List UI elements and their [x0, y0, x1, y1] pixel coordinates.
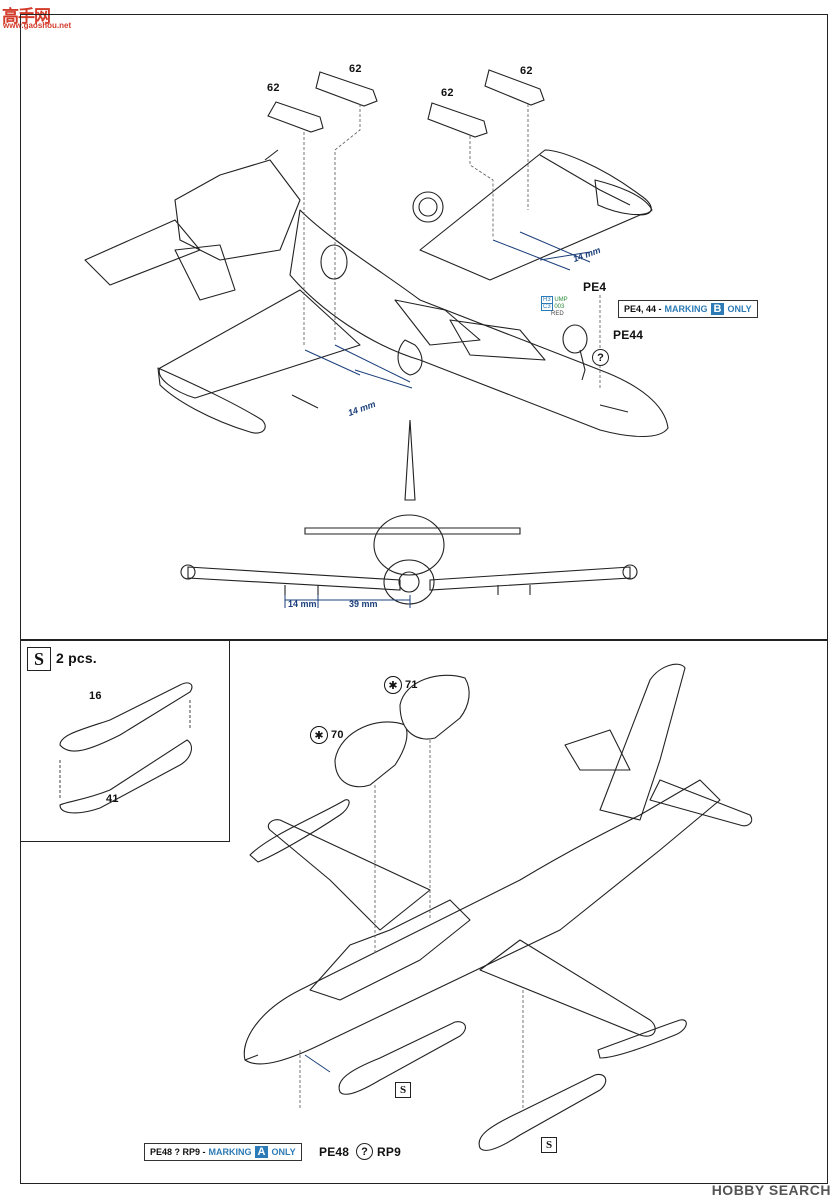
- pe4-label: PE4: [583, 280, 607, 294]
- watermark-logo: 高手网 www.gaoshou.net: [2, 2, 72, 32]
- paint-callout: H3 UMP C3 003 RED: [541, 296, 568, 318]
- star-icon: ✱: [384, 676, 402, 694]
- pe44-label: PE44: [613, 328, 644, 342]
- part-label-62-a: 62: [267, 82, 280, 94]
- part-label-16: 16: [89, 690, 102, 702]
- part-label-62-d: 62: [520, 65, 533, 77]
- marking-b-note: PE4, 44 - MARKING B ONLY: [618, 300, 758, 318]
- canopy-parts: [334, 674, 470, 788]
- pylons-62: [267, 69, 545, 138]
- dimension-front-39: 39 mm: [349, 599, 378, 609]
- question-icon: ?: [592, 349, 609, 366]
- paint-name-ump: UMP: [554, 297, 568, 303]
- marking-b-prefix: PE4, 44 -: [624, 304, 662, 314]
- subassembly-panel-frame: [20, 640, 230, 842]
- marking-a-word: MARKING: [208, 1147, 252, 1157]
- bottom-pointer-lines: [304, 1054, 331, 1073]
- part-label-41: 41: [106, 793, 119, 805]
- marking-b-word: MARKING: [664, 304, 708, 314]
- dimension-front-14: 14 mm: [288, 599, 317, 609]
- question-icon: ?: [356, 1143, 373, 1160]
- rp9-label: RP9: [377, 1145, 401, 1159]
- marking-b-suffix: ONLY: [727, 304, 752, 314]
- marking-a-suffix: ONLY: [271, 1147, 296, 1157]
- bottom-tanks: [338, 1021, 607, 1151]
- bottom-aircraft-lineart: [243, 663, 753, 1065]
- top-dimension-lines: [304, 231, 591, 389]
- leader-lines: [303, 104, 601, 390]
- bottom-leader-lines: [299, 740, 524, 1110]
- part-label-70: 70: [331, 729, 344, 741]
- paint-code-h3: H3: [541, 296, 553, 304]
- subassembly-s-icon: S: [27, 647, 51, 671]
- pe48-label: PE48: [319, 1145, 350, 1159]
- bottom-panel-frame: [20, 640, 828, 1184]
- paint-code-c3: C3: [541, 303, 553, 311]
- marking-b-letter: B: [710, 303, 725, 315]
- subassembly-qty: 2 pcs.: [56, 650, 97, 666]
- watermark-site-name: 高手网: [2, 7, 51, 26]
- front-aircraft-lineart: [180, 419, 638, 605]
- part-label-71: 71: [405, 679, 418, 691]
- paint-name-003: 003: [554, 304, 565, 310]
- marking-a-letter: A: [254, 1146, 269, 1158]
- part-label-62-b: 62: [349, 63, 362, 75]
- marking-a-note: PE48 ? RP9 - MARKING A ONLY: [144, 1143, 302, 1161]
- part-label-62-c: 62: [441, 87, 454, 99]
- subassembly-s-icon: S: [395, 1082, 411, 1098]
- paint-color-red: RED: [551, 311, 564, 317]
- star-icon: ✱: [310, 726, 328, 744]
- subassembly-s-icon: S: [541, 1137, 557, 1153]
- front-dimension-lines: [284, 595, 411, 608]
- watermark-site-url: www.gaoshou.net: [3, 21, 72, 30]
- top-panel-frame: [20, 14, 828, 640]
- hobby-search-logo: HOBBY SEARCH: [711, 1182, 831, 1198]
- marking-a-prefix: PE48 ? RP9 -: [150, 1147, 206, 1157]
- tank-halves-lineart: [59, 682, 193, 814]
- top-aircraft-lineart: [84, 149, 669, 437]
